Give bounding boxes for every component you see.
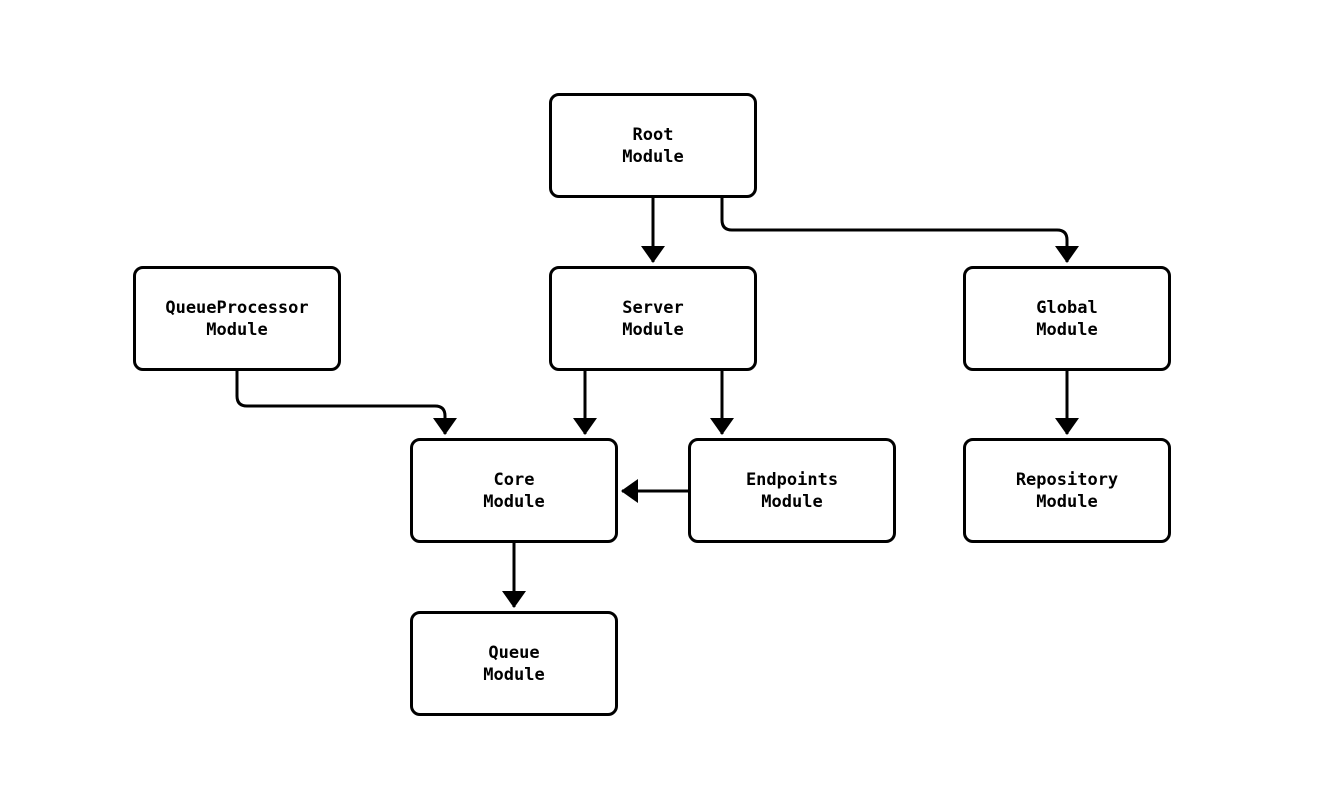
node-label-line: Endpoints <box>745 469 839 490</box>
node-label-line: Global <box>1036 297 1098 318</box>
node-server-module: Server Module <box>549 266 757 371</box>
node-label-line: Queue <box>488 642 540 663</box>
node-label-line: Module <box>761 491 823 512</box>
node-label-line: QueueProcessor <box>165 297 309 318</box>
node-label-line: Module <box>206 319 268 340</box>
node-label-line: Module <box>622 146 684 167</box>
node-label-line: Module <box>1036 319 1098 340</box>
node-label-line: Root <box>632 124 674 145</box>
edge-root-to-global <box>720 197 1079 263</box>
node-queue-module: Queue Module <box>410 611 618 716</box>
node-core-module: Core Module <box>410 438 618 543</box>
node-root-module: Root Module <box>549 93 757 198</box>
node-label-line: Module <box>1036 491 1098 512</box>
node-queueprocessor-module: QueueProcessor Module <box>133 266 341 371</box>
node-label-line: Repository <box>1015 469 1119 490</box>
node-label-line: Module <box>483 664 545 685</box>
node-label-line: Module <box>483 491 545 512</box>
node-label-line: Core <box>493 469 535 490</box>
edge-queueprocessor-to-core <box>235 371 457 435</box>
node-global-module: Global Module <box>963 266 1171 371</box>
node-endpoints-module: Endpoints Module <box>688 438 896 543</box>
node-label-line: Server <box>622 297 684 318</box>
node-repository-module: Repository Module <box>963 438 1171 543</box>
node-label-line: Module <box>622 319 684 340</box>
